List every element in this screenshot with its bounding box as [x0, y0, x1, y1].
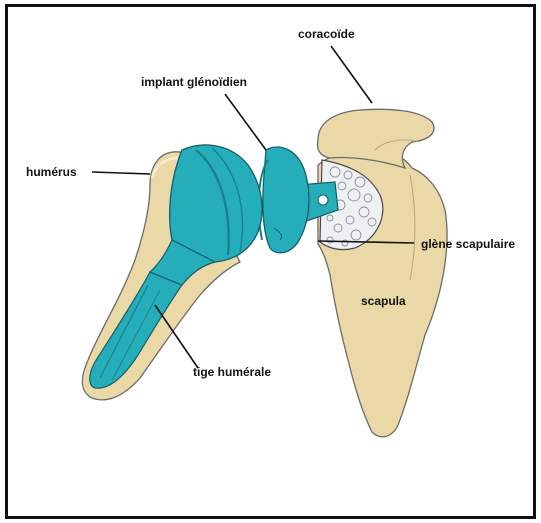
leader-humerus — [92, 172, 150, 174]
label-implant-glenoidien: implant glénoïdien — [141, 75, 247, 89]
label-scapula: scapula — [361, 294, 406, 308]
label-glene-scapulaire: glène scapulaire — [421, 237, 515, 251]
scapula-bone — [318, 109, 448, 436]
leader-implant — [225, 94, 266, 150]
label-coracoide: coracoïde — [298, 27, 355, 41]
leader-coracoide — [331, 46, 372, 103]
humeral-implant — [90, 145, 262, 388]
label-humerus: humérus — [26, 165, 77, 179]
label-tige-humerale: tige humérale — [193, 365, 271, 379]
